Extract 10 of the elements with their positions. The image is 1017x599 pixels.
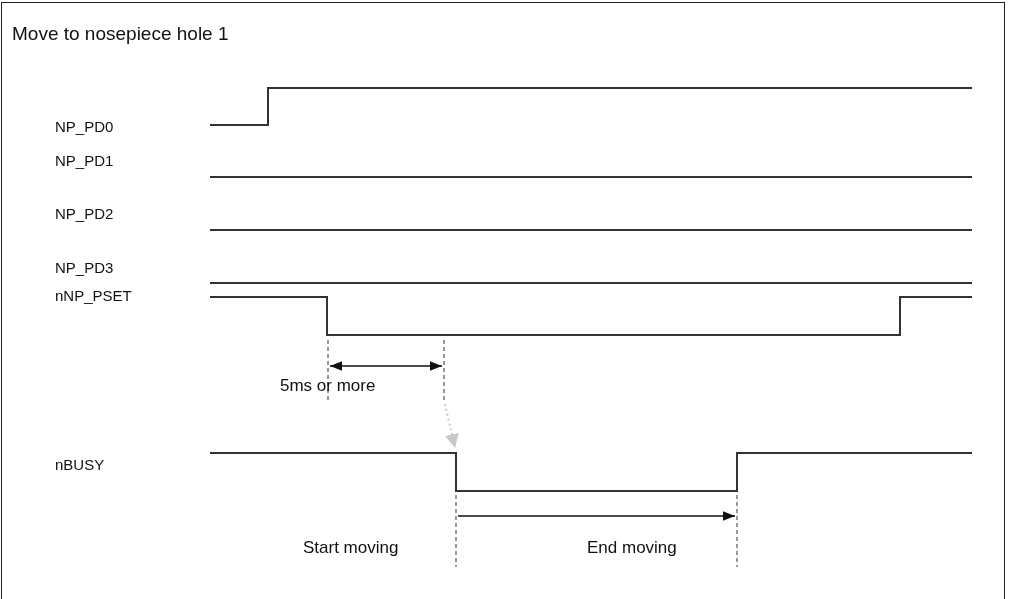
diagram-title: Move to nosepiece hole 1 bbox=[12, 24, 229, 43]
signal-name: NP_PD1 bbox=[55, 153, 114, 168]
timing-label: Start moving bbox=[303, 539, 399, 556]
signal-name: nBUSY bbox=[55, 457, 105, 472]
signal-name: NP_PD2 bbox=[55, 206, 114, 221]
timing-label: 5ms or more bbox=[280, 377, 376, 394]
signal-name: NP_PD0 bbox=[55, 119, 114, 134]
signal-name: nNP_PSET bbox=[55, 288, 132, 303]
timing-label: End moving bbox=[587, 539, 677, 556]
signal-name: NP_PD3 bbox=[55, 260, 114, 275]
